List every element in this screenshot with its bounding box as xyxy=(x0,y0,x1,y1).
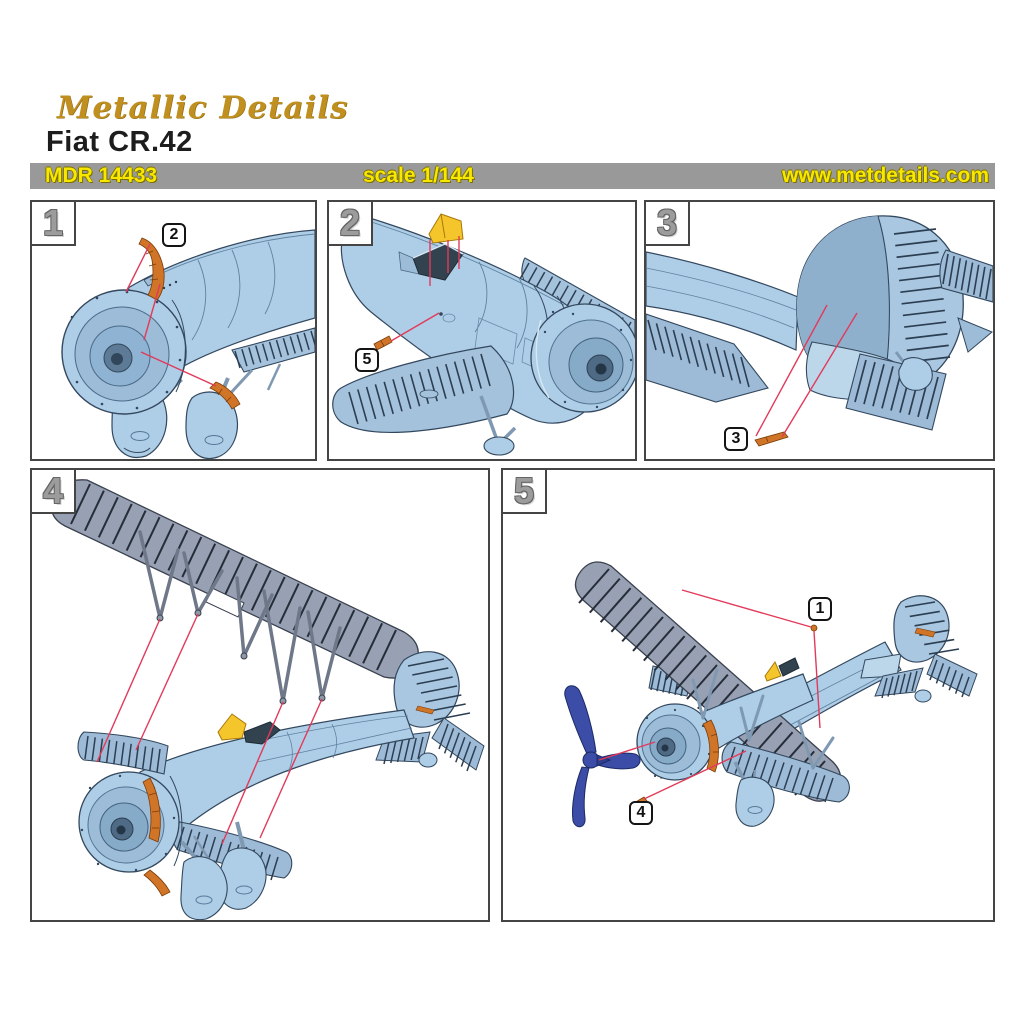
clear-windscreen-part xyxy=(764,660,782,682)
step-panel-5: 5 1 4 xyxy=(501,468,995,922)
resin-pin-part-1 xyxy=(810,624,818,632)
website-link: www.metdetails.com xyxy=(782,164,989,187)
port-wing-root-corrugated xyxy=(646,313,769,403)
panel-number: 5 xyxy=(501,468,547,514)
step-panel-4: 4 xyxy=(30,468,490,922)
callout-part-1: 1 xyxy=(808,597,832,621)
step-panel-2: 2 5 xyxy=(327,200,637,461)
tail-group xyxy=(860,595,978,703)
engine-cowling xyxy=(530,285,635,413)
upper-wing-corrugated xyxy=(51,479,419,679)
leader-lines xyxy=(96,613,323,845)
clear-windscreen-part xyxy=(217,713,247,741)
panel-number: 1 xyxy=(30,200,76,246)
strut-tips xyxy=(156,609,326,705)
resin-cowl-band xyxy=(142,777,171,897)
wing-struts xyxy=(138,530,342,703)
tail-cone xyxy=(957,317,993,353)
page-title: Fiat CR.42 xyxy=(46,126,193,158)
step-panel-3: 3 3 xyxy=(644,200,995,461)
fuselage xyxy=(340,215,592,424)
step-5-illustration xyxy=(564,561,978,828)
rear-fuselage xyxy=(646,251,799,351)
resin-part-small xyxy=(373,335,393,351)
engine-cowling xyxy=(61,289,187,415)
landing-gear xyxy=(479,395,517,456)
step-2-illustration xyxy=(332,213,635,456)
landing-gear xyxy=(180,821,267,920)
starboard-lower-wing xyxy=(721,741,850,803)
resin-tail-sliver xyxy=(914,627,936,638)
resin-part-strip-lower xyxy=(209,381,241,410)
brand-logo: Metallic Details xyxy=(57,90,349,126)
resin-part-sliver xyxy=(754,431,789,447)
info-bar: MDR 14433 scale 1/144 www.metdetails.com xyxy=(30,163,995,189)
leader-lines xyxy=(755,304,858,438)
propeller xyxy=(564,685,641,828)
callout-part-5: 5 xyxy=(355,348,379,372)
step-3-illustration xyxy=(646,215,993,447)
port-lower-wing xyxy=(77,731,169,775)
panel-number: 2 xyxy=(327,200,373,246)
scale-label: scale 1/144 xyxy=(363,164,474,187)
resin-cowl-band xyxy=(702,719,719,773)
clear-windscreen-part xyxy=(428,213,464,244)
tail-group xyxy=(357,651,485,772)
product-code: MDR 14433 xyxy=(45,164,158,187)
callout-part-4: 4 xyxy=(629,801,653,825)
leader-lines xyxy=(125,243,217,387)
resin-tail-sliver xyxy=(415,705,435,715)
port-wing-corrugated xyxy=(332,345,515,434)
leader-lines xyxy=(598,589,821,800)
upper-stabilizer-corrugated xyxy=(939,249,993,303)
landing-gear xyxy=(733,761,775,827)
panel-number: 3 xyxy=(644,200,690,246)
tail-wheel xyxy=(894,351,933,391)
callout-part-3: 3 xyxy=(724,427,748,451)
interplane-struts xyxy=(691,668,835,770)
resin-part-strip-top xyxy=(138,237,165,301)
step-panel-1: 1 2 xyxy=(30,200,317,461)
step-1-illustration xyxy=(61,229,315,459)
engine-cowling xyxy=(78,771,183,873)
step-4-illustration xyxy=(51,479,485,920)
panel-number: 4 xyxy=(30,468,76,514)
lower-wing-corrugated xyxy=(226,327,315,398)
callout-part-2: 2 xyxy=(162,223,186,247)
leader-lines xyxy=(390,236,460,342)
engine-cowling xyxy=(636,703,714,781)
